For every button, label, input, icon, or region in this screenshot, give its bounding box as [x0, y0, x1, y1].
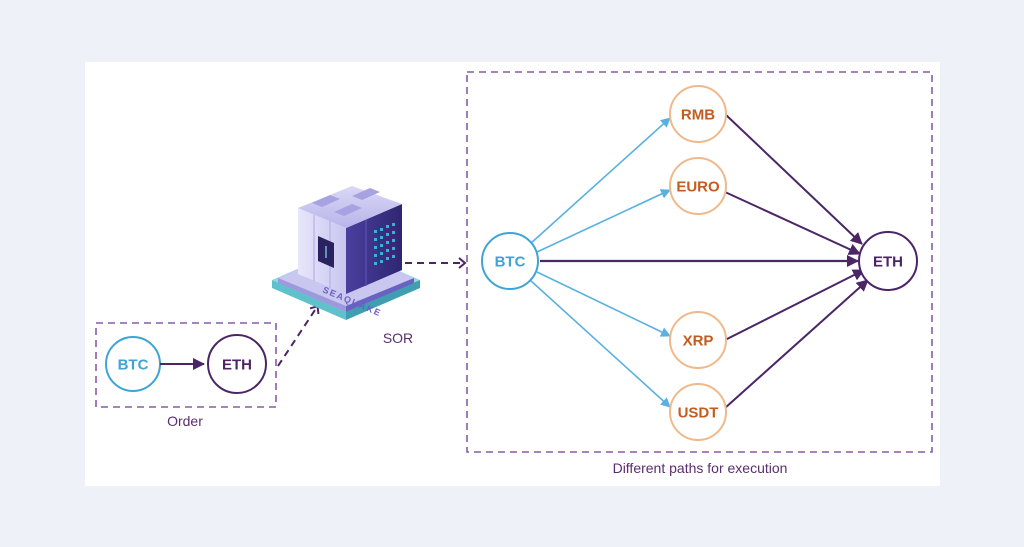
- node-euro-label: EURO: [676, 179, 720, 196]
- order-group: BTC ETH Order: [95, 322, 277, 429]
- paths-caption: Different paths for execution: [613, 460, 788, 476]
- paths-dashed-box: [466, 71, 933, 453]
- paths-btc-node: [481, 232, 539, 290]
- paths-btc-label: BTC: [495, 254, 526, 271]
- node-rmb: [669, 85, 727, 143]
- path-usdt-to-eth: [724, 279, 869, 409]
- paths-eth-label: ETH: [873, 254, 903, 271]
- paths-eth-node: [858, 231, 918, 291]
- server-illustration: [272, 186, 420, 320]
- path-rmb-to-eth: [724, 113, 863, 245]
- node-usdt-label: USDT: [678, 405, 719, 422]
- path-euro-to-eth: [724, 191, 861, 255]
- node-usdt: [669, 383, 727, 441]
- path-xrp-to-eth: [724, 269, 865, 341]
- order-eth-label: ETH: [222, 357, 252, 374]
- path-btc-to-xrp: [536, 271, 671, 337]
- order-btc-label: BTC: [118, 357, 149, 374]
- node-xrp-label: XRP: [683, 333, 714, 350]
- path-btc-to-usdt: [529, 279, 671, 408]
- router-label: SOR: [383, 330, 413, 346]
- path-btc-to-rmb: [529, 117, 671, 245]
- order-to-router-arrow: [277, 304, 320, 367]
- order-eth-node: [207, 334, 267, 394]
- order-dashed-box: [95, 322, 277, 408]
- paths-group: BTC RMB EURO XRP USDT ETH Different path…: [466, 71, 933, 476]
- order-caption: Order: [167, 413, 203, 429]
- node-euro: [669, 157, 727, 215]
- node-xrp: [669, 311, 727, 369]
- path-btc-to-euro: [536, 189, 671, 253]
- node-rmb-label: RMB: [681, 107, 715, 124]
